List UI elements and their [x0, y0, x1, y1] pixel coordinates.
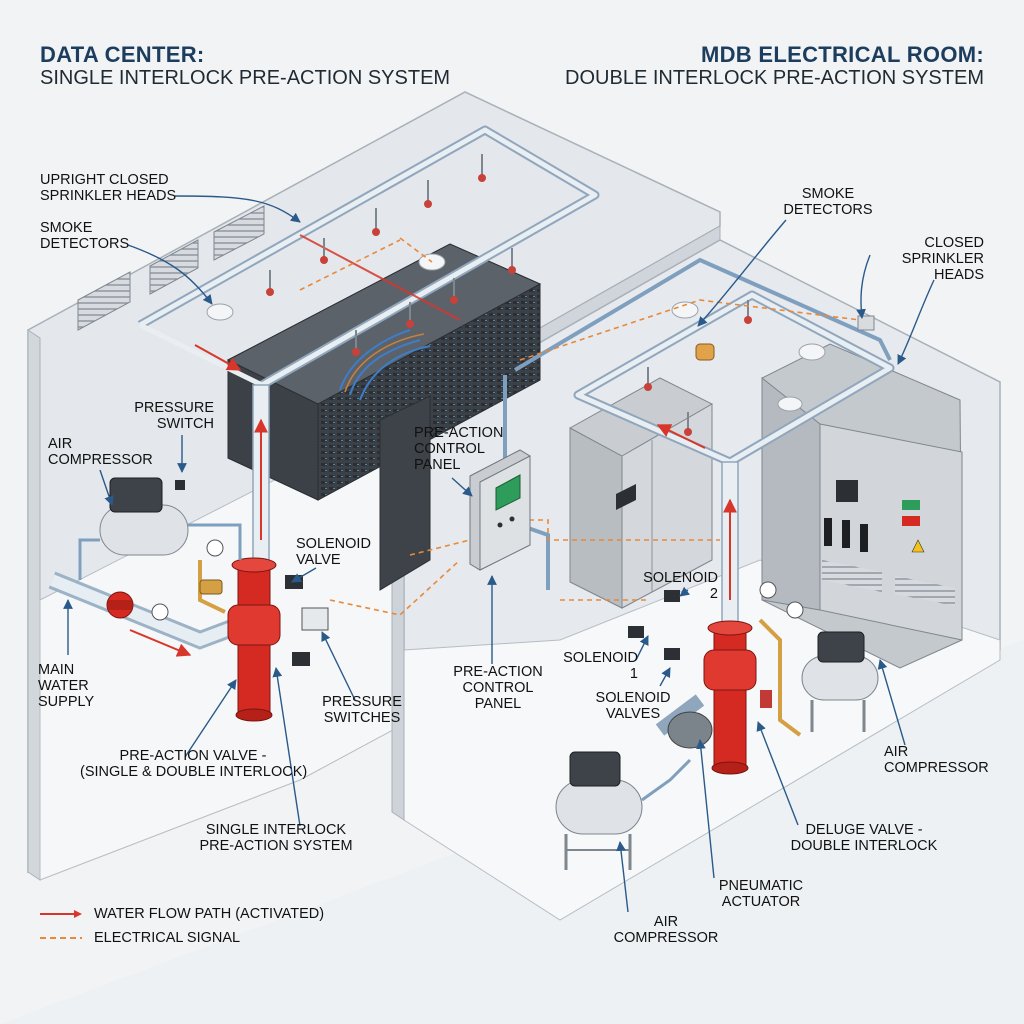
left-smoke-detectors: [206, 253, 446, 321]
label-pressure-switches: PRESSURE SWITCHES: [322, 694, 402, 726]
left-subheading: SINGLE INTERLOCK PRE-ACTION SYSTEM: [40, 67, 451, 90]
legend-water-flow-label: WATER FLOW PATH (ACTIVATED): [94, 906, 325, 922]
legend-electrical-swatch: [40, 937, 82, 939]
legend: WATER FLOW PATH (ACTIVATED) ELECTRICAL S…: [40, 902, 324, 950]
right-sprinkler-heads: [644, 300, 752, 436]
label-solenoid-valve: SOLENOID VALVE: [296, 536, 371, 568]
left-valve-assembly: [48, 539, 329, 722]
label-upright-heads: UPRIGHT CLOSED SPRINKLER HEADS: [40, 172, 177, 204]
left-sprinkler-piping: [137, 125, 600, 601]
right-title-block: MDB ELECTRICAL ROOM: DOUBLE INTERLOCK PR…: [565, 42, 984, 90]
label-pneumatic-actuator: PNEUMATIC ACTUATOR: [718, 878, 804, 910]
label-solenoid-1: SOLENOID 1: [563, 650, 638, 682]
wall-vent: [77, 271, 131, 331]
label-smoke-left: SMOKE DETECTORS: [40, 220, 130, 252]
leader-lines: [63, 195, 935, 913]
label-air-compressor-bottom: AIR COMPRESSOR: [613, 914, 719, 946]
right-subheading: DOUBLE INTERLOCK PRE-ACTION SYSTEM: [565, 67, 984, 90]
label-main-water-supply: MAIN WATER SUPPLY: [38, 662, 95, 710]
label-control-panel-bottom: PRE-ACTION CONTROL PANEL: [453, 664, 543, 712]
label-control-panel-top: PRE-ACTION CONTROL PANEL: [414, 425, 504, 473]
preaction-control-panel: [469, 449, 531, 571]
rack-end-panel: [379, 395, 431, 591]
legend-water-flow-swatch: [40, 910, 82, 918]
right-air-compressor: [801, 631, 879, 732]
legend-item-water-flow: WATER FLOW PATH (ACTIVATED): [40, 902, 324, 926]
label-closed-heads: CLOSED SPRINKLER HEADS: [901, 235, 984, 283]
left-sprinkler-heads: [266, 154, 516, 356]
legend-electrical-label: ELECTRICAL SIGNAL: [94, 930, 241, 946]
right-valve-assembly: [628, 581, 804, 775]
left-heading: DATA CENTER:: [40, 42, 205, 67]
label-pressure-switch: PRESSURE SWITCH: [134, 400, 214, 432]
left-title-block: DATA CENTER: SINGLE INTERLOCK PRE-ACTION…: [40, 42, 450, 90]
label-air-compressor-left: AIR COMPRESSOR: [48, 436, 153, 468]
right-heading: MDB ELECTRICAL ROOM:: [700, 42, 984, 67]
left-air-compressor: [78, 477, 242, 580]
deluge-valve-body: [713, 627, 747, 769]
label-deluge-valve: DELUGE VALVE - DOUBLE INTERLOCK: [790, 822, 938, 854]
legend-item-electrical: ELECTRICAL SIGNAL: [40, 926, 324, 950]
label-preaction-valve: PRE-ACTION VALVE - (SINGLE & DOUBLE INTE…: [80, 748, 308, 780]
bottom-air-compressor: [555, 751, 692, 870]
label-solenoid-2: SOLENOID 2: [643, 570, 718, 602]
wall-vent: [213, 205, 265, 261]
label-solenoid-valves: SOLENOID VALVES: [595, 690, 671, 722]
right-smoke-detectors: [671, 301, 875, 412]
label-smoke-right: SMOKE DETECTORS: [783, 186, 873, 218]
label-single-interlock-system: SINGLE INTERLOCK PRE-ACTION SYSTEM: [199, 822, 353, 854]
label-air-compressor-right: AIR COMPRESSOR: [884, 744, 989, 776]
